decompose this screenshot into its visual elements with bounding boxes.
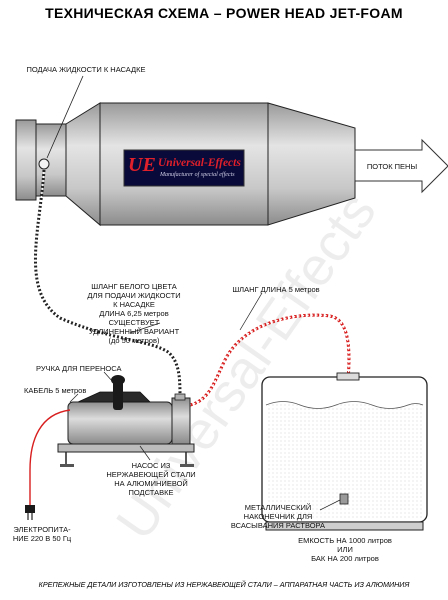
rear-cone xyxy=(267,102,356,226)
label-carry-handle: РУЧКА ДЛЯ ПЕРЕНОСА xyxy=(36,364,122,373)
label-liquid-feed: ПОДАЧА ЖИДКОСТИ К НАСАДКЕ xyxy=(26,65,146,74)
handle-pointer xyxy=(103,371,114,383)
label-foam-flow: ПОТОК ПЕНЫ xyxy=(366,162,418,171)
label-white-hose-line-5: СУЩЕСТВУЕТ xyxy=(108,318,160,327)
tank xyxy=(261,372,428,531)
label-white-hose-line-4: ДЛИНА 6,25 метров xyxy=(99,309,169,318)
front-cone xyxy=(65,102,101,227)
pump-outlet xyxy=(174,393,186,401)
label-white-hose: ШЛАНГ БЕЛОГО ЦВЕТА ДЛЯ ПОДАЧИ ЖИДКОСТИ К… xyxy=(78,282,190,345)
hose-length-pointer xyxy=(239,292,263,331)
label-nozzle: МЕТАЛЛИЧЕСКИЙ НАКОНЕЧНИК ДЛЯ ВСАСЫВАНИЯ … xyxy=(228,503,328,530)
label-tank-line-3: БАК НА 200 литров xyxy=(311,554,379,563)
white-hose xyxy=(34,169,182,399)
pump-stand xyxy=(57,443,195,453)
label-white-hose-line-7: (до 50 метров) xyxy=(108,336,160,345)
inlet-flange xyxy=(15,119,37,201)
label-power-line-2: НИЕ 220 В 50 Гц xyxy=(12,534,72,543)
brand-logo xyxy=(123,149,245,187)
pump-housing xyxy=(171,397,191,445)
liquid-inlet-port xyxy=(38,158,50,170)
label-white-hose-line-6: УДЛИНЕННЫЙ ВАРИАНТ xyxy=(88,327,180,336)
label-nozzle-line-3: ВСАСЫВАНИЯ РАСТВОРА xyxy=(230,521,326,530)
liquid-feed-pointer xyxy=(46,75,84,159)
nozzle-pointer xyxy=(319,499,341,511)
pump-pointer xyxy=(139,445,151,461)
label-pump-line-2: НЕРЖАВЕЮЩЕЙ СТАЛИ xyxy=(106,470,196,479)
label-white-hose-line-1: ШЛАНГ БЕЛОГО ЦВЕТА xyxy=(91,282,177,291)
label-power-line-1: ЭЛЕКТРОПИТА- xyxy=(13,525,71,534)
label-white-hose-line-3: К НАСАДКЕ xyxy=(113,300,155,309)
label-nozzle-line-2: НАКОНЕЧНИК ДЛЯ xyxy=(243,512,313,521)
logo-tagline: Manufacturer of special effects xyxy=(160,172,235,178)
label-tank: ЕМКОСТЬ НА 1000 литров ИЛИ БАК НА 200 ли… xyxy=(286,536,404,563)
logo-initials: UE xyxy=(128,154,156,176)
tank-base xyxy=(265,521,424,531)
power-plug xyxy=(25,505,35,520)
label-hose-length: ШЛАНГ ДЛИНА 5 метров xyxy=(232,285,320,294)
label-nozzle-line-1: МЕТАЛЛИЧЕСКИЙ xyxy=(244,503,312,512)
label-pump-line-3: НА АЛЮМИНИЕВОЙ xyxy=(114,479,188,488)
white-hose-pointer xyxy=(129,322,161,334)
label-power: ЭЛЕКТРОПИТА- НИЕ 220 В 50 Гц xyxy=(0,525,84,543)
tank-cap xyxy=(336,372,360,381)
stand-foot-left xyxy=(60,464,74,467)
suction-nozzle xyxy=(339,493,349,505)
label-cable: КАБЕЛЬ 5 метров xyxy=(24,386,87,395)
tank-liquid xyxy=(266,401,423,518)
power-cable xyxy=(29,409,71,505)
label-tank-line-1: ЕМКОСТЬ НА 1000 литров xyxy=(298,536,392,545)
pump xyxy=(57,375,195,467)
page-title: ТЕХНИЧЕСКАЯ СХЕМА – POWER HEAD JET-FOAM xyxy=(45,5,403,21)
label-white-hose-line-2: ДЛЯ ПОДАЧИ ЖИДКОСТИ xyxy=(87,291,181,300)
carry-handle-knob xyxy=(111,375,125,385)
footer-note: КРЕПЕЖНЫЕ ДЕТАЛИ ИЗГОТОВЛЕНЫ ИЗ НЕРЖАВЕЮ… xyxy=(38,580,410,589)
label-pump-line-1: НАСОС ИЗ xyxy=(131,461,171,470)
logo-brand: Universal-Effects xyxy=(158,157,241,169)
foam-flow-arrow xyxy=(354,138,448,194)
cable-pointer xyxy=(69,393,79,403)
carry-handle-shape xyxy=(113,380,123,410)
stand-foot-right xyxy=(180,464,194,467)
label-pump: НАСОС ИЗ НЕРЖАВЕЮЩЕЙ СТАЛИ НА АЛЮМИНИЕВО… xyxy=(96,461,206,497)
label-tank-line-2: ИЛИ xyxy=(337,545,353,554)
label-pump-line-4: ПОДСТАВКЕ xyxy=(128,488,174,497)
